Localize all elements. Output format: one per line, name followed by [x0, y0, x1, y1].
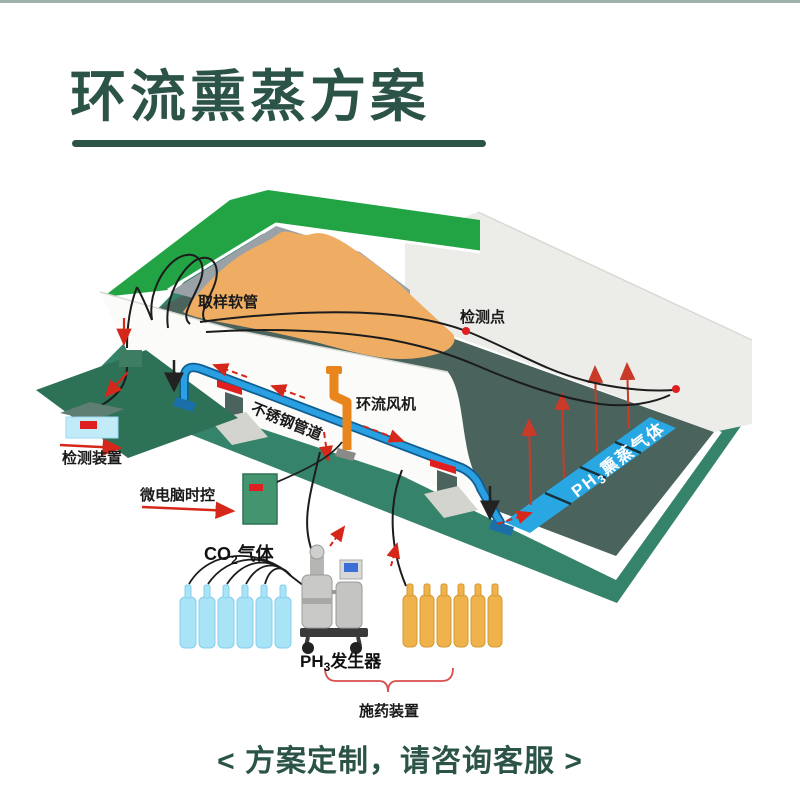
far-wall-edge [477, 211, 753, 341]
co2-cylinders [179, 555, 305, 649]
gas-rise-arrows [521, 362, 636, 506]
page-title: 环流熏蒸方案 [70, 65, 430, 128]
grain-pile [183, 231, 455, 360]
hose-junction-box [119, 350, 142, 367]
pipe-vent-flag [217, 380, 242, 395]
recirculation-duct-strip [504, 417, 676, 533]
label-detection-device: 检测装置 [62, 449, 122, 467]
pipe-vent-flag [430, 459, 456, 474]
detection-point-dot [462, 327, 470, 335]
generator-screen [344, 563, 358, 572]
detection-device-arrow [59, 438, 123, 456]
circulation-fan-duct [326, 366, 356, 461]
label-detection-point: 检测点 [460, 308, 505, 326]
label-ph3-generator: PH3发生器 [300, 651, 382, 674]
detection-point-dot [672, 385, 680, 393]
title-underline [72, 140, 486, 147]
far-wall [405, 212, 752, 432]
dosing-bracket [324, 667, 454, 693]
label-circulation-fan: 环流风机 [356, 395, 416, 413]
down-arrows [164, 360, 500, 521]
generator-hose-arrows [329, 525, 401, 567]
label-sampling-hose: 取样软管 [198, 293, 258, 311]
timer-cable [276, 441, 343, 483]
detection-device [59, 402, 124, 456]
detection-device-display [80, 421, 97, 429]
timer-cabinet-display [249, 484, 263, 491]
pipe-foot-right [489, 520, 514, 536]
hose-red-arrows [104, 318, 132, 398]
roof [103, 190, 481, 297]
fumigation-diagram: 取样软管 检测点 检测装置 微电脑时控 环流风机 不锈钢管道 施药装置 CO2气… [36, 190, 753, 720]
ph3-generator-unit [300, 544, 368, 654]
circulation-pipe [173, 362, 514, 536]
detection-device-roof [60, 402, 124, 421]
footer-note: < 方案定制，请咨询客服 > [217, 745, 583, 778]
left-dock [36, 350, 238, 458]
generator-hoses [306, 451, 407, 587]
ph3-cylinders [402, 583, 503, 648]
label-co2-gas: CO2气体 [204, 543, 275, 567]
pipe-foot-left [173, 397, 196, 412]
label-microcomputer-timer: 微电脑时控 [139, 486, 215, 504]
label-dosing-device: 施药装置 [359, 702, 419, 720]
co2-manifold-tubes [188, 555, 305, 587]
timer-cabinet [141, 441, 343, 525]
top-accent-bar [0, 0, 800, 3]
timer-arrow [141, 501, 236, 519]
